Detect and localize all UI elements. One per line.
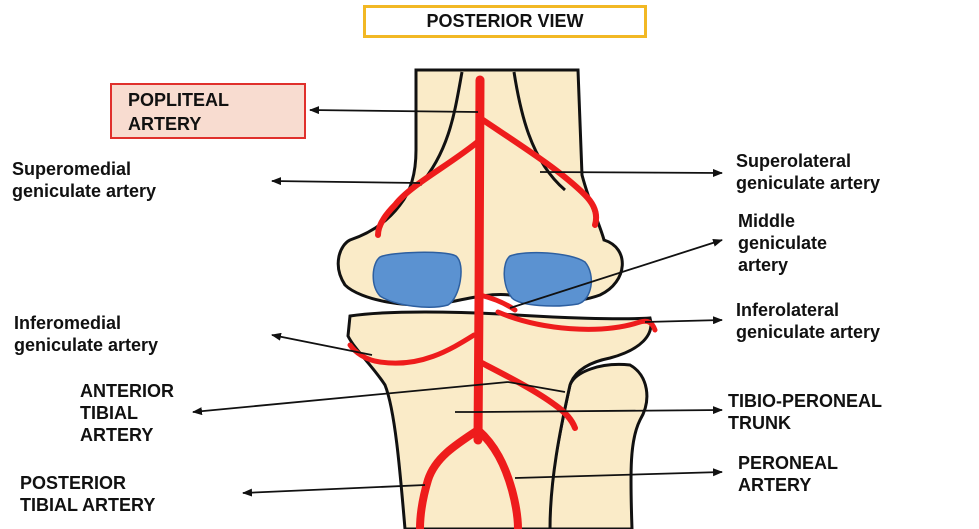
- leader-superolateral: [540, 172, 722, 173]
- superomedial-label: Superomedial geniculate artery: [12, 158, 156, 202]
- tibio-peroneal-label: TIBIO-PERONEAL TRUNK: [728, 390, 882, 434]
- leader-superomedial: [272, 181, 420, 183]
- middle-label: Middle geniculate artery: [738, 210, 827, 276]
- popliteal-artery-main: [478, 80, 480, 440]
- inferolateral-label: Inferolateral geniculate artery: [736, 299, 880, 343]
- lateral-condyle-cartilage: [504, 253, 591, 306]
- anterior-tibial-label: ANTERIOR TIBIAL ARTERY: [80, 380, 174, 446]
- superolateral-label: Superolateral geniculate artery: [736, 150, 880, 194]
- posterior-tibial-label: POSTERIOR TIBIAL ARTERY: [20, 472, 155, 516]
- popliteal-artery-label: POPLITEAL ARTERY: [110, 83, 306, 139]
- peroneal-label: PERONEAL ARTERY: [738, 452, 838, 496]
- medial-condyle-cartilage: [373, 252, 461, 307]
- leader-posterior-tibial: [243, 485, 425, 493]
- middle-branch: [480, 295, 515, 310]
- popliteal-artery-text: POPLITEAL ARTERY: [128, 90, 229, 134]
- leader-inferolateral: [645, 320, 722, 322]
- inferomedial-label: Inferomedial geniculate artery: [14, 312, 158, 356]
